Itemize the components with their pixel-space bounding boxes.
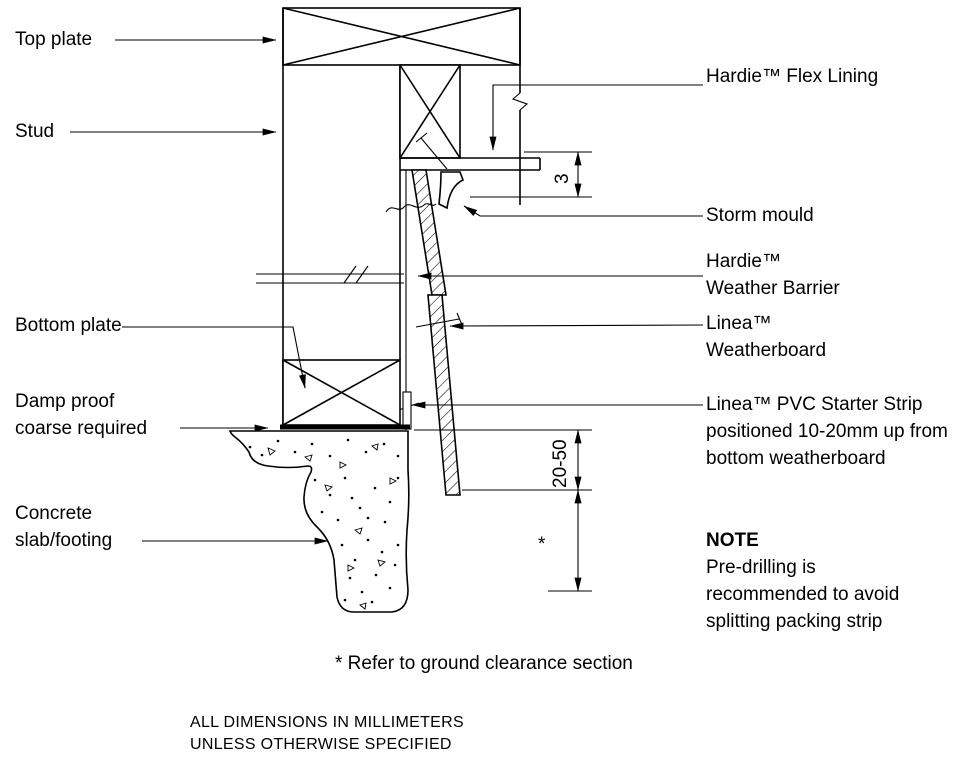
framing-blocking-shape bbox=[399, 64, 461, 159]
label-weatherboard: Linea™ Weatherboard bbox=[706, 313, 827, 361]
leader-bottom-plate bbox=[122, 326, 306, 389]
ground-clearance-footnote: * Refer to ground clearance section bbox=[335, 653, 633, 674]
label-stud: Stud bbox=[15, 121, 55, 142]
dimension-20-50-text: 20-50 bbox=[550, 439, 571, 488]
note-title: NOTE bbox=[706, 530, 759, 551]
note-body: Pre-drilling is recommended to avoid spl… bbox=[706, 556, 900, 632]
starter-strip-shape bbox=[402, 391, 412, 430]
flex-lining-shape bbox=[400, 157, 541, 171]
label-damp-proof: Damp proof coarse required bbox=[15, 391, 148, 439]
dimension-3-text: 3 bbox=[552, 173, 573, 184]
label-flex-lining: Hardie™ Flex Lining bbox=[706, 66, 879, 87]
leader-weatherboard bbox=[449, 322, 704, 330]
dimension-asterisk-text: * bbox=[538, 534, 546, 555]
units-line-1: ALL DIMENSIONS IN MILLIMETERS bbox=[190, 714, 464, 731]
dimension-ground-clearance: 20-50 * bbox=[414, 429, 592, 592]
top-plate-shape bbox=[282, 7, 521, 66]
units-line-2: UNLESS OTHERWISE SPECIFIED bbox=[190, 736, 452, 754]
concrete-aggregate-triangles bbox=[267, 443, 398, 610]
leader-storm-mould bbox=[463, 205, 703, 217]
barrier-squiggle bbox=[385, 203, 437, 213]
concrete-stipple bbox=[248, 438, 400, 604]
label-storm-mould: Storm mould bbox=[706, 205, 814, 226]
leader-flex-lining bbox=[489, 84, 703, 151]
label-bottom-plate: Bottom plate bbox=[15, 315, 122, 336]
storm-mould-shape bbox=[438, 171, 465, 210]
dimension-lining-gap: 3 bbox=[470, 151, 592, 198]
label-weather-barrier: Hardie™ Weather Barrier bbox=[706, 251, 840, 299]
note-block: NOTE Pre-drilling is recommended to avoi… bbox=[706, 528, 938, 636]
weatherboard-shapes bbox=[411, 169, 461, 496]
concrete-slab-shape bbox=[228, 430, 410, 613]
label-top-plate: Top plate bbox=[15, 29, 93, 50]
units-note: ALL DIMENSIONS IN MILLIMETERS UNLESS OTH… bbox=[190, 712, 464, 757]
label-starter-strip: Linea™ PVC Starter Strip positioned 10-2… bbox=[706, 394, 948, 469]
label-concrete-slab: Concrete slab/footing bbox=[15, 503, 113, 551]
stud-break-lines bbox=[256, 265, 404, 284]
bottom-plate-shape bbox=[282, 359, 401, 426]
